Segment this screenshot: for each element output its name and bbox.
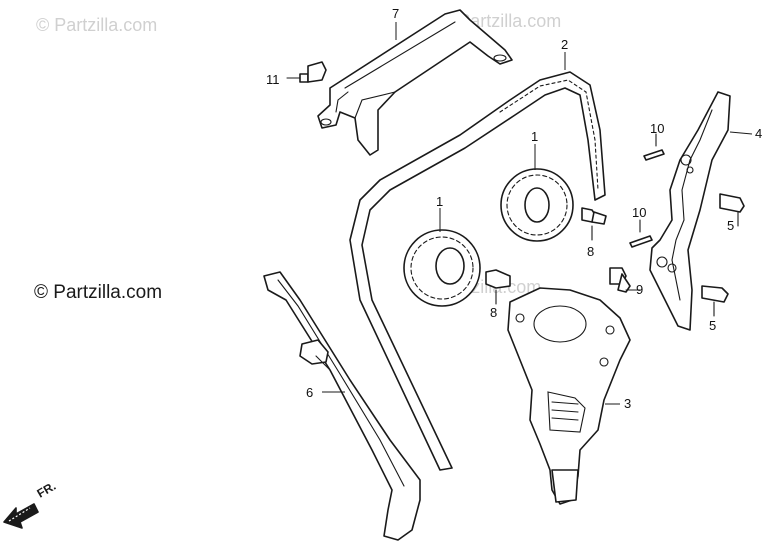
part-tensioner-arm	[649, 91, 731, 331]
part-bolt-11	[286, 61, 327, 83]
callout-5-upper: 5	[727, 218, 734, 233]
front-direction-arrow-icon	[3, 503, 39, 529]
front-direction-label: FR.	[35, 479, 59, 501]
callout-5-lower: 5	[709, 318, 716, 333]
part-pivot-bolt-upper	[719, 193, 745, 227]
part-pin-upper	[643, 133, 665, 161]
part-sprocket-bolt-upper	[581, 207, 607, 241]
callout-10-upper: 10	[650, 121, 664, 136]
callout-9: 9	[636, 282, 643, 297]
part-chain-guide-bracket	[317, 9, 513, 156]
callout-2: 2	[561, 37, 568, 52]
part-chain-guide	[263, 271, 421, 541]
callout-1-lower: 1	[436, 194, 443, 209]
part-sprocket-bolt-lower	[485, 269, 511, 305]
part-tensioner-bolt	[609, 267, 641, 293]
copyright-label: © Partzilla.com	[34, 282, 162, 303]
part-cam-sprocket-upper	[500, 168, 574, 242]
callout-8-upper: 8	[587, 244, 594, 259]
callout-7: 7	[392, 6, 399, 21]
leader-4	[729, 131, 753, 135]
callout-4: 4	[755, 126, 762, 141]
part-pin-lower	[629, 219, 653, 248]
part-cam-chain	[349, 71, 606, 471]
callout-8-lower: 8	[490, 305, 497, 320]
part-chain-tensioner	[507, 287, 631, 505]
callout-3: 3	[624, 396, 631, 411]
part-cam-sprocket-lower	[403, 229, 481, 307]
callout-11: 11	[266, 72, 280, 87]
callout-10-lower: 10	[632, 205, 646, 220]
callout-1-upper: 1	[531, 129, 538, 144]
part-pivot-bolt-lower	[701, 285, 729, 317]
watermark-top-left: © Partzilla.com	[36, 15, 157, 35]
callout-6: 6	[306, 385, 313, 400]
